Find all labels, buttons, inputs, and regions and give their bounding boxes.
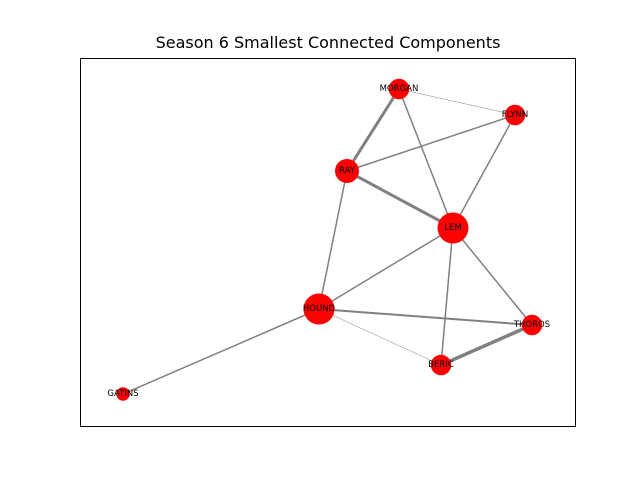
edge-hound-thoros xyxy=(318,308,533,326)
node-morgan xyxy=(388,78,410,100)
edge-morgan-flynn xyxy=(398,88,516,116)
node-label-thoros: THOROS xyxy=(513,320,550,330)
node-label-lem: LEM xyxy=(444,223,461,233)
node-gatins xyxy=(116,387,130,401)
node-beric xyxy=(430,354,452,376)
node-lem xyxy=(437,212,469,244)
chart-title: Season 6 Smallest Connected Components xyxy=(155,33,501,52)
edge-ray-hound xyxy=(318,170,348,310)
node-hound xyxy=(303,293,335,325)
plot-frame xyxy=(80,58,576,427)
edge-lem-hound xyxy=(318,227,454,310)
nodes-layer xyxy=(116,78,543,401)
node-flynn xyxy=(504,104,526,126)
node-label-morgan: MORGAN xyxy=(380,84,419,94)
node-label-beric: BERIC xyxy=(428,360,454,370)
edge-hound-gatins xyxy=(122,308,320,395)
edge-morgan-lem xyxy=(398,88,454,229)
node-label-gatins: GATINS xyxy=(107,389,138,399)
edge-flynn-ray xyxy=(346,114,516,172)
edge-morgan-ray xyxy=(345,88,401,172)
edge-hound-beric xyxy=(318,308,442,366)
edge-lem-beric xyxy=(440,227,454,366)
node-label-ray: RAY xyxy=(339,166,356,176)
edge-thoros-beric xyxy=(440,323,533,367)
edge-flynn-lem xyxy=(452,114,516,229)
node-ray xyxy=(335,159,359,183)
edge-ray-lem xyxy=(346,169,454,230)
node-label-flynn: FLYNN xyxy=(502,110,528,120)
edges-layer xyxy=(122,88,533,395)
node-label-hound: HOUND xyxy=(303,304,336,314)
node-thoros xyxy=(521,314,543,336)
edge-lem-thoros xyxy=(452,227,533,326)
labels-layer: MORGAN FLYNN RAY LEM HOUND THOROS BERIC GATINS xyxy=(107,84,550,399)
